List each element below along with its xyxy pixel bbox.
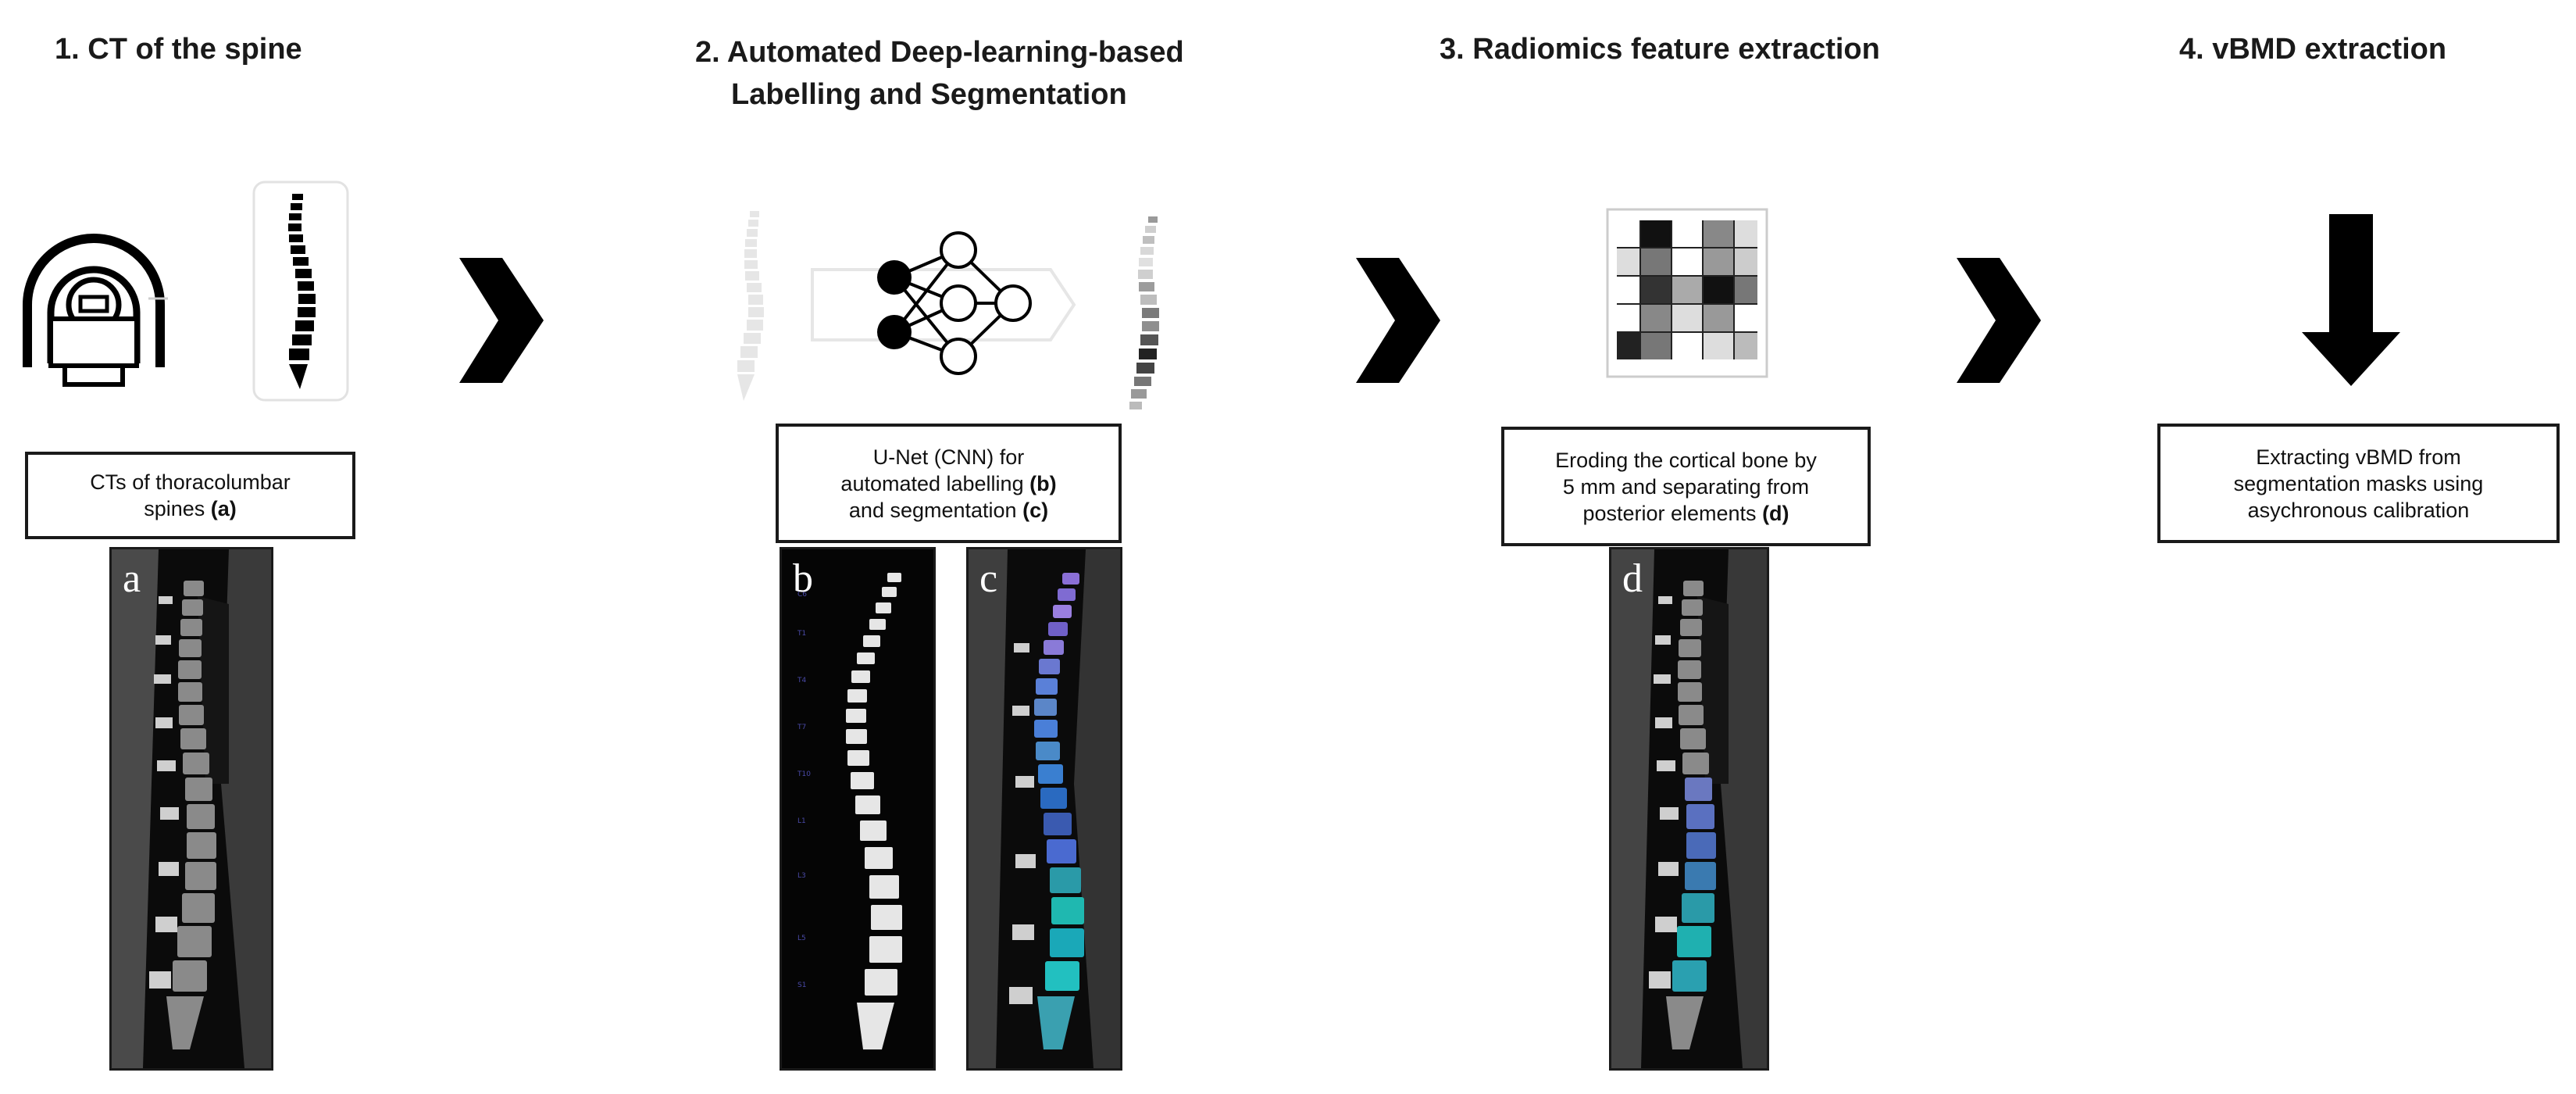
box2-line3: and segmentation (c) — [848, 498, 1049, 522]
step4-title: 4. vBMD extraction — [2179, 33, 2447, 66]
ct-image-c: c — [969, 549, 1120, 1068]
step4-description-box: Extracting vBMD from segmentation masks … — [2157, 424, 2560, 543]
svg-text:L3: L3 — [797, 872, 806, 880]
svg-text:S1: S1 — [797, 981, 806, 989]
svg-text:T1: T1 — [797, 630, 806, 638]
box3-line1: Eroding the cortical bone by — [1555, 448, 1817, 472]
box2-line1: U-Net (CNN) for — [872, 445, 1025, 469]
svg-text:T7: T7 — [797, 724, 806, 731]
step1-title: 1. CT of the spine — [55, 33, 302, 66]
step3-title: 3. Radiomics feature extraction — [1440, 33, 1880, 66]
step2-title: 2. Automated Deep-learning-based Labelli… — [695, 31, 1184, 116]
step3-description-box: Eroding the cortical bone by 5 mm and se… — [1501, 427, 1871, 546]
ct-scanner-icon — [23, 234, 168, 387]
panel-a-letter: a — [123, 556, 141, 601]
ct-panel-d: d — [1609, 547, 1769, 1071]
ct-panel-a: a — [109, 547, 273, 1071]
neural-network-icon — [811, 231, 1076, 375]
svg-text:L5: L5 — [797, 935, 806, 942]
step2-description-box: U-Net (CNN) for automated labelling (b) … — [776, 424, 1122, 543]
svg-text:C6: C6 — [797, 591, 807, 599]
step2-title-line2: Labelling and Segmentation — [731, 78, 1127, 111]
chevron-right-icon — [459, 258, 544, 383]
panel-d-letter: d — [1622, 556, 1643, 601]
panel-c-letter: c — [979, 556, 997, 601]
panel-b-letter: b — [793, 556, 813, 601]
step2-title-line1: 2. Automated Deep-learning-based — [695, 36, 1184, 69]
ct-panel-c: c — [966, 547, 1122, 1071]
ct-image-a: a — [112, 549, 271, 1068]
box4-line3: asychronous calibration — [2247, 498, 2470, 522]
box3-line3: posterior elements (d) — [1582, 501, 1789, 525]
ct-image-d: d — [1611, 549, 1767, 1068]
step1-description-box: CTs of thoracolumbar spines (a) — [25, 452, 355, 539]
down-arrow-icon — [2302, 214, 2400, 386]
svg-text:T10: T10 — [797, 770, 811, 778]
spine-outline-icon — [737, 211, 764, 401]
svg-text:T4: T4 — [797, 677, 806, 685]
labelled-spine-icon — [1129, 216, 1159, 409]
spine-icon — [252, 181, 349, 402]
chevron-right-icon — [1957, 258, 2041, 383]
svg-text:L1: L1 — [797, 817, 806, 825]
texture-matrix-icon — [1606, 208, 1768, 378]
box4-line2: segmentation masks using — [2233, 471, 2484, 495]
box4-line1: Extracting vBMD from — [2256, 445, 2461, 469]
box2-line2: automated labelling (b) — [840, 471, 1057, 495]
chevron-right-icon — [1356, 258, 1440, 383]
box3-line2: 5 mm and separating from — [1562, 474, 1810, 499]
box1-line1: CTs of thoracolumbar — [90, 470, 291, 494]
box1-line2: spines (a) — [144, 497, 237, 520]
